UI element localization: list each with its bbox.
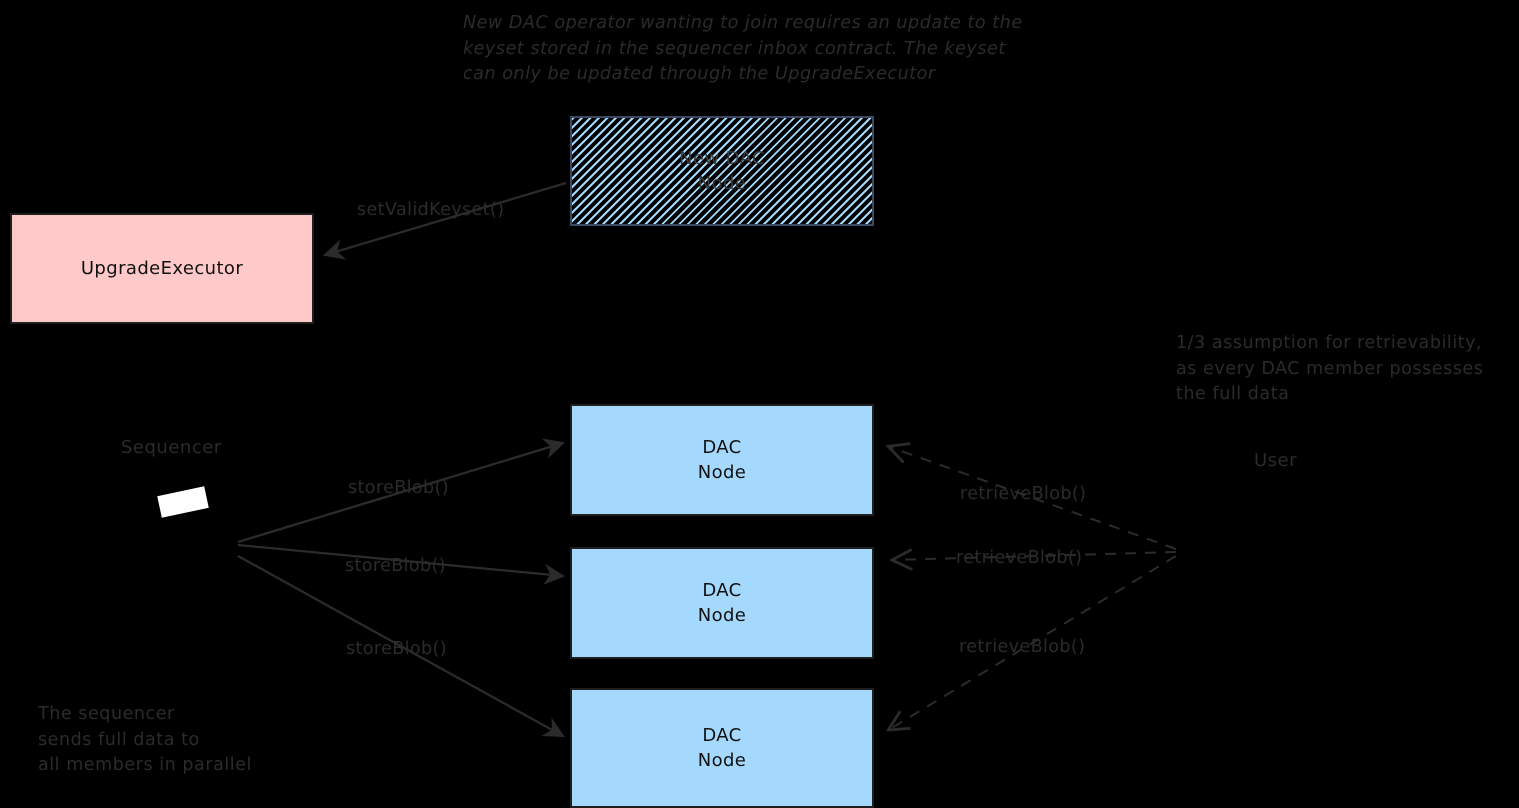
note-retrievability-assumption: 1/3 assumption for retrievability, as ev… (1176, 333, 1484, 404)
node-dac-node-2[interactable]: DAC Node (570, 547, 874, 659)
node-upgrade-executor-label: UpgradeExecutor (80, 258, 244, 279)
edge-label-retrieve-blob-2: retrieveBlob() (956, 548, 1083, 568)
edge-label-store-blob-1: storeBlob() (348, 478, 450, 498)
node-upgrade-executor[interactable]: UpgradeExecutor (10, 213, 314, 324)
edge-label-store-blob-2: storeBlob() (345, 556, 447, 576)
node-new-dac-node-label: New DAC Node (679, 148, 765, 194)
node-dac-node-3-label: DAC Node (697, 725, 747, 771)
edge-label-retrieve-blob-3: retrieveBlob() (959, 637, 1086, 657)
sequencer-icon (157, 486, 209, 518)
node-dac-node-1-label: DAC Node (697, 437, 747, 483)
actor-user-label: User (1254, 450, 1298, 471)
note-keyset-update: New DAC operator wanting to join require… (463, 13, 1023, 84)
node-dac-node-1[interactable]: DAC Node (570, 404, 874, 516)
actor-sequencer-label: Sequencer (121, 437, 222, 458)
edge-label-store-blob-3: storeBlob() (346, 639, 448, 659)
node-dac-node-2-label: DAC Node (697, 580, 747, 626)
note-sequencer-parallel: The sequencer sends full data to all mem… (38, 704, 252, 775)
node-new-dac-node[interactable]: New DAC Node (570, 116, 874, 226)
edge-label-retrieve-blob-1: retrieveBlob() (960, 484, 1087, 504)
node-dac-node-3[interactable]: DAC Node (570, 688, 874, 808)
edge-label-set-valid-keyset: setValidKeyset() (357, 200, 505, 220)
